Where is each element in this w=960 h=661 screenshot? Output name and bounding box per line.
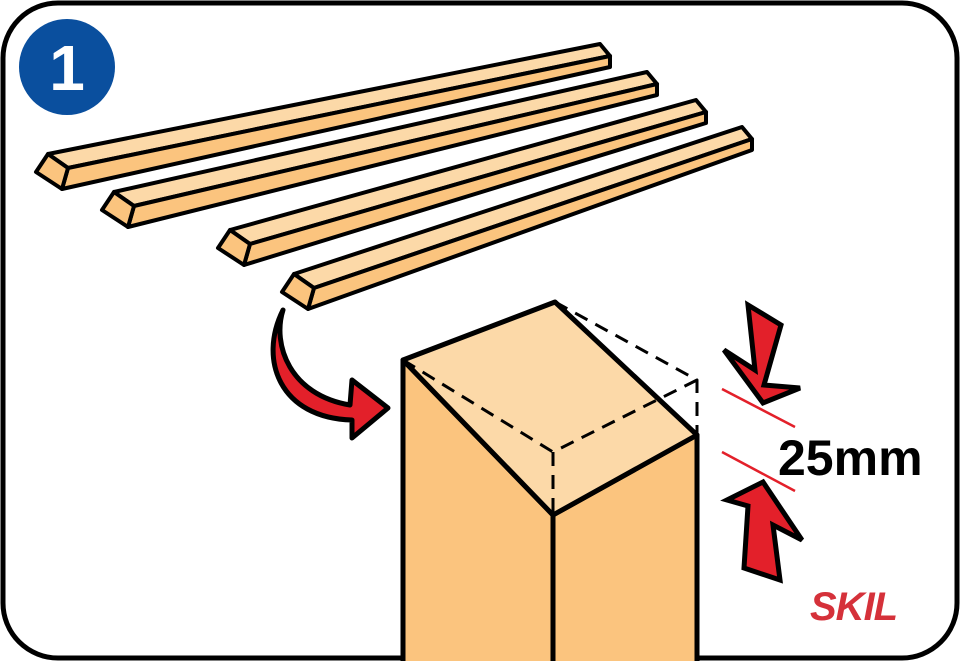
wood-strip bbox=[280, 125, 754, 311]
step-number: 1 bbox=[49, 32, 85, 104]
step-badge: 1 bbox=[19, 19, 115, 115]
wood-strips bbox=[34, 42, 754, 311]
curved-arrow-icon bbox=[270, 307, 391, 441]
wood-block bbox=[400, 299, 700, 661]
skil-logo: SKIL bbox=[810, 585, 897, 629]
wood-strip bbox=[100, 70, 659, 229]
cut-outline bbox=[402, 300, 699, 515]
measure-indicator: 25mm bbox=[720, 300, 923, 584]
arrow-down-icon bbox=[721, 300, 801, 407]
arrow-up-icon bbox=[720, 478, 805, 584]
measurement-label: 25mm bbox=[778, 430, 923, 486]
wood-strip bbox=[216, 98, 708, 267]
wood-strip bbox=[34, 42, 612, 191]
